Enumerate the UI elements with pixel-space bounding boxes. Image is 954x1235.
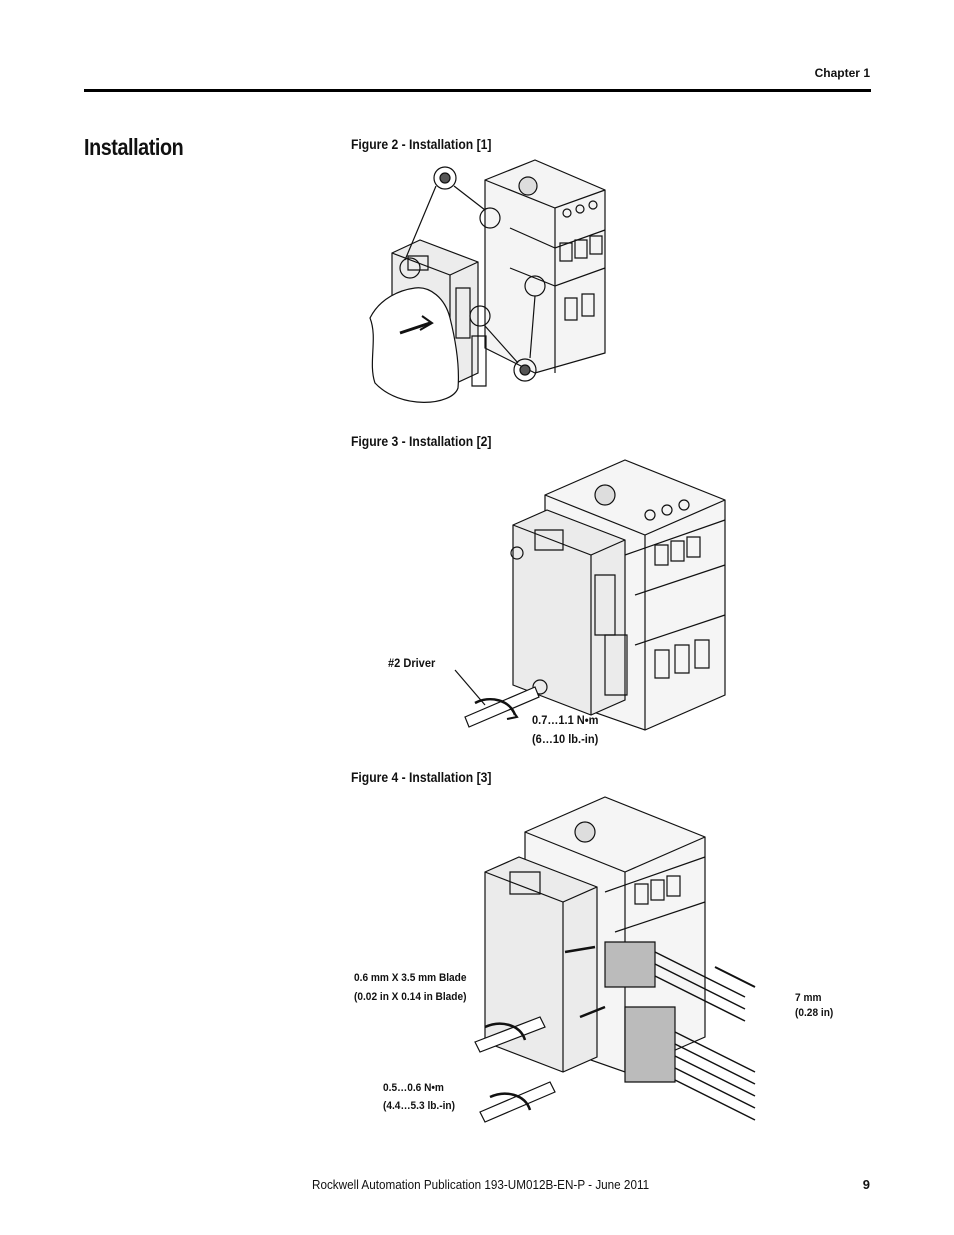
figure-2-caption: Figure 2 - Installation [1] (351, 137, 492, 152)
blade-mm-callout: 0.6 mm X 3.5 mm Blade (354, 972, 467, 984)
blade-in-callout: (0.02 in X 0.14 in Blade) (354, 991, 467, 1003)
strip-length-mm-callout: 7 mm (795, 992, 822, 1004)
torque-lbin-callout-2: (4.4…5.3 lb.-in) (383, 1100, 455, 1112)
strip-length-in-callout: (0.28 in) (795, 1007, 834, 1019)
torque-nm-callout: 0.7…1.1 N•m (532, 713, 599, 727)
driver-callout: #2 Driver (388, 656, 436, 670)
header-rule (84, 89, 871, 92)
figure-2-illustration (360, 158, 630, 413)
section-title: Installation (84, 134, 184, 160)
figure-3-caption: Figure 3 - Installation [2] (351, 434, 492, 449)
page-number: 9 (862, 1177, 870, 1192)
chapter-label: Chapter 1 (814, 66, 870, 80)
torque-nm-callout-2: 0.5…0.6 N•m (383, 1082, 444, 1094)
figure-3-illustration (455, 455, 740, 745)
figure-4-illustration (455, 792, 785, 1132)
footer-publication: Rockwell Automation Publication 193-UM01… (312, 1177, 650, 1192)
figure-4-caption: Figure 4 - Installation [3] (351, 770, 492, 785)
torque-lbin-callout: (6…10 lb.-in) (532, 732, 599, 746)
